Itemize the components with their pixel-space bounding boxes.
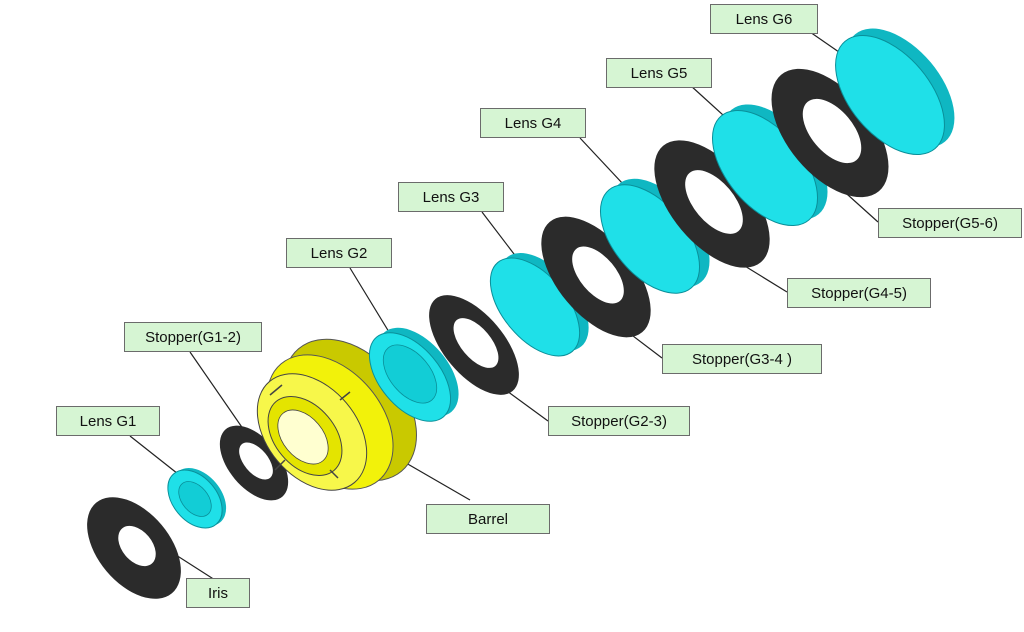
label-lens-g2: Lens G2 — [286, 238, 392, 268]
lens-g1-part — [167, 468, 227, 529]
stopper-g4-5-part — [654, 140, 770, 268]
label-iris: Iris — [186, 578, 250, 608]
lens-g6-part — [835, 28, 955, 155]
stopper-g5-6-part — [771, 68, 889, 198]
stopper-g1-2-part — [219, 425, 289, 501]
label-lens-g4: Lens G4 — [480, 108, 586, 138]
stopper-g3-4-part — [541, 216, 651, 338]
label-stopper-g4-5: Stopper(G4-5) — [787, 278, 931, 308]
label-stopper-g1-2: Stopper(G1-2) — [124, 322, 262, 352]
label-barrel: Barrel — [426, 504, 550, 534]
stopper-g2-3-part — [429, 295, 519, 395]
label-lens-g1: Lens G1 — [56, 406, 160, 436]
leader-line-stopper-g1-2 — [189, 351, 249, 437]
iris-part — [87, 497, 181, 599]
label-stopper-g5-6: Stopper(G5-6) — [878, 208, 1022, 238]
label-stopper-g2-3: Stopper(G2-3) — [548, 406, 690, 436]
lens-g2-part — [368, 327, 459, 422]
label-lens-g6: Lens G6 — [710, 4, 818, 34]
label-lens-g5: Lens G5 — [606, 58, 712, 88]
label-lens-g3: Lens G3 — [398, 182, 504, 212]
label-stopper-g3-4: Stopper(G3-4 ) — [662, 344, 822, 374]
